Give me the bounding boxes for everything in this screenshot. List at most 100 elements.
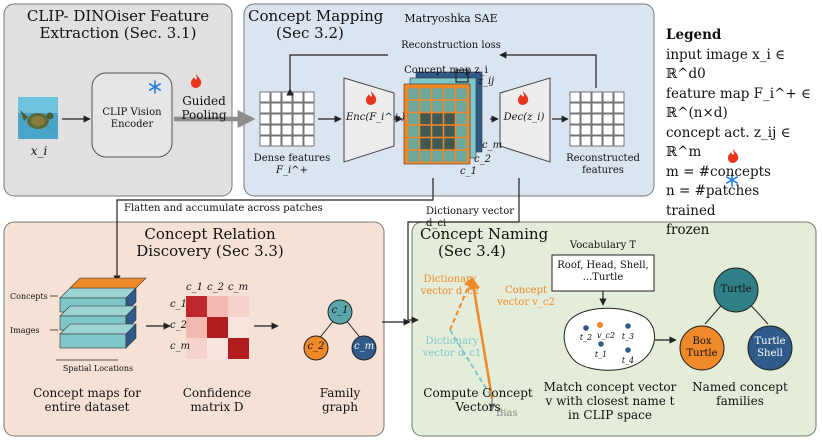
tree-node-turtle-shell-label: Turtle Shell xyxy=(750,336,790,360)
matrix-row-label: c_m xyxy=(170,341,191,352)
enc-label: Enc(F_i^+) xyxy=(346,112,406,123)
reconstructed-line2: features xyxy=(582,165,624,176)
cm-label: c_m xyxy=(482,140,503,151)
feature-cell xyxy=(281,135,293,147)
slab-front xyxy=(59,333,127,349)
feature-cell xyxy=(281,91,293,103)
concept-cell xyxy=(455,125,468,138)
extraction-title-line2: Extraction (Sec. 3.1) xyxy=(39,24,197,42)
image-var-label: x_i xyxy=(30,144,48,158)
feature-cell xyxy=(602,124,614,136)
dict-vector-c1-label: Dictionary vector d_c1 xyxy=(422,336,482,360)
match-caption-line3: in CLIP space xyxy=(568,408,652,422)
dict2-line2: vector d_c2 xyxy=(420,286,480,297)
concept-maps-dataset xyxy=(59,277,147,349)
matrix-cell xyxy=(186,317,207,338)
feature-cell xyxy=(259,124,271,136)
point-t3 xyxy=(625,323,631,329)
slab-top xyxy=(59,305,137,317)
matrix-col-label: c_1 xyxy=(186,282,203,293)
concept-cell xyxy=(443,100,456,113)
concept-cell xyxy=(419,137,432,150)
legend-item-n: n = #patches xyxy=(666,183,760,199)
point-t4 xyxy=(625,347,631,353)
graph-node-c2-label: c_2 xyxy=(307,341,325,352)
extraction-title: CLIP- DINOiser Feature Extraction (Sec. … xyxy=(4,8,232,42)
concept-maps-caption: Concept maps for entire dataset xyxy=(22,386,152,414)
matrix-cell xyxy=(207,296,228,317)
mapping-subtitle: Matryoshka SAE xyxy=(404,12,498,25)
matrix-cell xyxy=(186,296,207,317)
concept-cell xyxy=(407,125,420,138)
matrix-col-label: c_m xyxy=(228,282,249,293)
concept-cell xyxy=(407,150,420,163)
named-caption-line2: families xyxy=(716,394,764,408)
legend: Legend input image x_i ∈ ℝ^d0 feature ma… xyxy=(666,26,822,241)
bias-label: Bias xyxy=(496,408,518,419)
encoder-label-line2: Encoder xyxy=(110,119,154,130)
concept-cell xyxy=(455,112,468,125)
concept-cell xyxy=(431,100,444,113)
vocabulary-box xyxy=(551,254,655,292)
naming-title-line1: Concept Naming xyxy=(420,225,549,243)
feature-cell xyxy=(613,124,625,136)
naming-title-line2: (Sec 3.4) xyxy=(438,242,506,260)
concept-cell xyxy=(443,87,456,100)
pooling-label-line1: Guided xyxy=(182,94,226,108)
matrix-cell xyxy=(207,338,228,359)
feature-cell xyxy=(580,102,592,114)
tree-node-turtle xyxy=(713,267,759,313)
tree-node-box-turtle-label: Box Turtle xyxy=(682,336,722,360)
feature-cell xyxy=(259,135,271,147)
point-vc2 xyxy=(597,322,603,328)
relation-title-line2: Discovery (Sec 3.3) xyxy=(136,242,284,260)
tree-node-turtle-label: Turtle xyxy=(720,284,752,295)
concept-cell xyxy=(431,87,444,100)
graph-node-c1-label: c_1 xyxy=(331,305,349,316)
match-caption-line1: Match concept vector xyxy=(543,380,677,394)
feature-cell xyxy=(613,135,625,147)
feature-cell xyxy=(591,135,603,147)
feature-cell xyxy=(281,113,293,125)
feature-cell xyxy=(591,91,603,103)
graph-caption-line1: Family xyxy=(319,386,361,400)
recon-loss-label: Reconstruction loss xyxy=(401,40,501,51)
dictionary-vector-arrow xyxy=(407,178,520,324)
dense-features-line1: Dense features xyxy=(253,153,331,164)
matrix-col-label: c_2 xyxy=(207,282,224,293)
dict2-line1: Dictionary xyxy=(423,274,477,285)
shell-line2: Shell xyxy=(757,348,783,359)
clip-encoder-box xyxy=(91,72,173,158)
concept-cell xyxy=(443,125,456,138)
dict-vector-c1 xyxy=(449,329,493,399)
match-caption: Match concept vector v with closest name… xyxy=(540,380,680,422)
concept-cell xyxy=(419,150,432,163)
feature-cell xyxy=(303,135,315,147)
dense-features-grid xyxy=(259,91,315,147)
confidence-matrix xyxy=(186,296,249,359)
concept-map-stack xyxy=(403,69,483,165)
matrix-cell xyxy=(228,296,249,317)
concepts-axis-label: Concepts xyxy=(10,292,48,301)
concept-cell xyxy=(419,87,432,100)
legend-item-trained: trained xyxy=(666,202,716,219)
feature-cell xyxy=(270,102,282,114)
concept-cell xyxy=(455,100,468,113)
flame-icon xyxy=(728,149,739,163)
concept-cell xyxy=(443,137,456,150)
zij-highlight xyxy=(455,69,469,83)
feature-cell xyxy=(569,135,581,147)
concept-cell xyxy=(419,100,432,113)
matrix-cell xyxy=(186,338,207,359)
point-t3-label: t_3 xyxy=(621,332,635,341)
spatial-axis-label: Spatial Locations xyxy=(62,364,134,373)
c2-label: c_2 xyxy=(474,154,491,165)
feature-cell xyxy=(303,113,315,125)
feature-cell xyxy=(259,102,271,114)
feature-cell xyxy=(580,113,592,125)
feature-cell xyxy=(270,91,282,103)
matrix-cell xyxy=(207,317,228,338)
feature-cell xyxy=(613,113,625,125)
feature-cell xyxy=(580,124,592,136)
